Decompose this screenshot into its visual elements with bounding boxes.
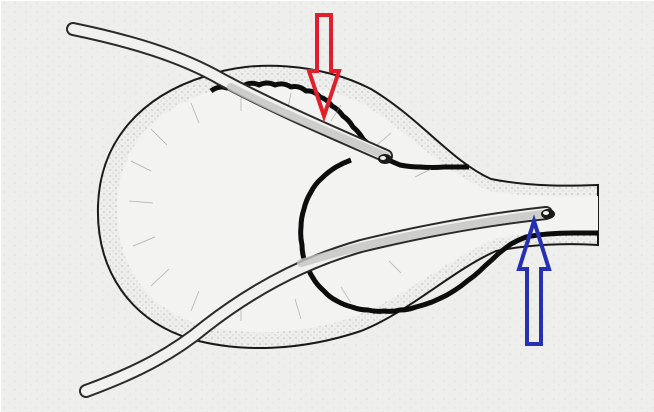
catheter-sac-diagram [1,1,654,412]
diagram-canvas [0,0,654,411]
